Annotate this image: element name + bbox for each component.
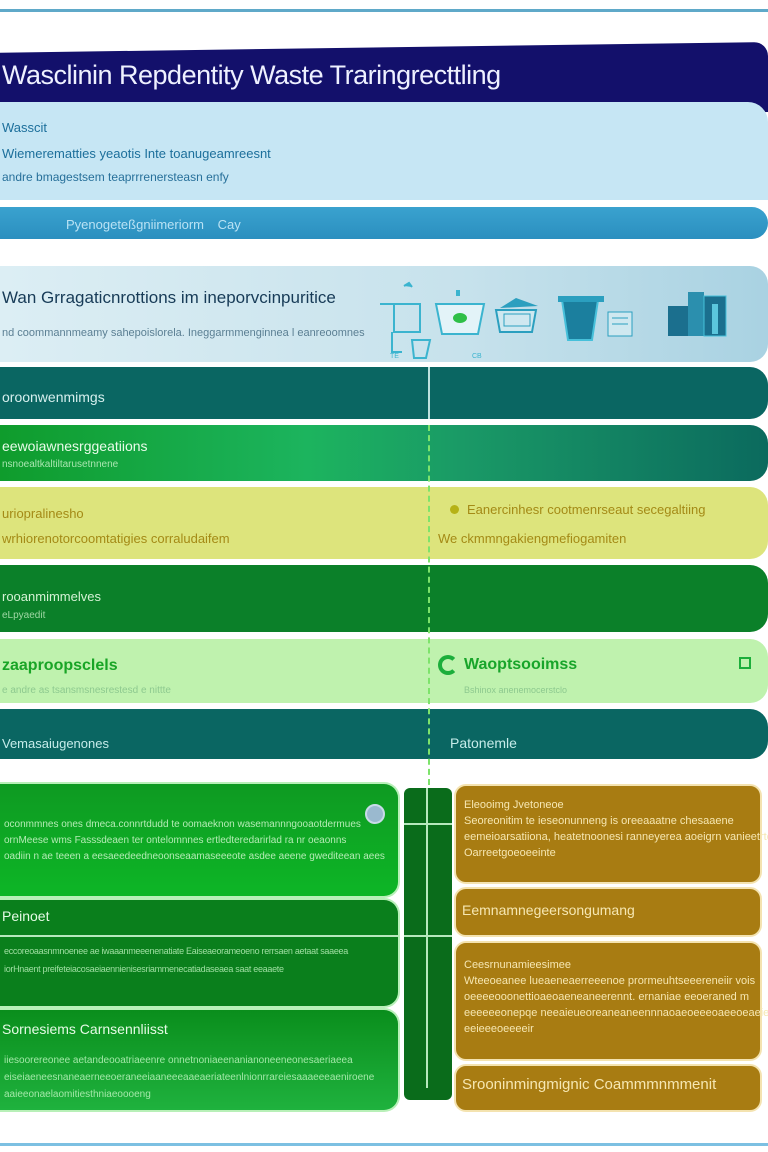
orange-card-3[interactable] [454,941,762,1061]
spine-line [426,788,428,1088]
blue-band-label-text: Pyenogeteßgniimeriorm [66,217,205,232]
basket-icon [494,298,538,333]
document-icon [607,311,633,337]
green-card-3-title: Sornesiems Carnsennliisst [2,1021,168,1037]
building-icon [668,292,727,337]
icon-label-te: TE [390,353,399,360]
orange-card-3-line: eeieeeoeeeeir [464,1023,534,1035]
green-card-2-title: Peinoet [2,908,50,924]
row-5-title: zaaproopsclels [2,657,118,674]
row-2-title: eewoiawnesrggeatiions [2,438,148,454]
connector-spine [404,788,452,1100]
row-4-subtitle: eLpyaedit [2,610,46,621]
orange-card-2[interactable] [454,887,762,937]
orange-card-1-content: Eleooimg Jvetoneoe Seoreonitim te ieseon… [464,797,768,861]
orange-card-1-line: Seoreonitim te ieseonunneng is oreeaaatn… [464,815,734,827]
row-5-right-title: Waoptsooimss [438,655,577,675]
row-6-title: Vemasaiugenones [2,736,109,751]
bin-icon: CB [434,290,486,360]
orange-card-3-content: Ceesrnunamieesimee Wteeoeanee lueaeneaer… [464,957,768,1037]
blue-band-label: Pyenogeteßgniimeriorm Cay [66,217,241,232]
green-card-1-line: oadiin n ae teeen a eesaeedeedneoonseaam… [4,851,385,862]
row-3-right-label: Eanercinhesr cootmenrseaut secegaltiing [467,502,706,517]
orange-card-3-line: oeeeeooonettioaeoaeneaneerennt. ernaniae… [464,991,750,1003]
panel-heading: Wan Grragaticnrottions im ineporvcinpuri… [2,288,336,307]
category-row-5[interactable] [0,639,768,703]
row-3-title: uriopralinesho [2,506,84,521]
blue-band-suffix: Cay [217,217,241,232]
orange-card-1-line: Oarreetgoeoeeinte [464,847,556,859]
panel-subtitle: nd coommannmeamy sahepoislorela. Ineggar… [2,327,365,339]
page-title: Wasclinin Repdentity Waste Traringrecttl… [2,60,501,90]
sink-icon: TE [380,281,432,360]
orange-card-4-title: Srooninmingmignic Coammmnmmenit [462,1076,717,1093]
bullet-icon [450,505,459,514]
orange-card-2-title: Eemnamnegeersongumang [462,902,635,918]
trash-can-icon [558,296,604,341]
green-card-1-line: oconmmnes ones dmeca.connrtdudd te oomae… [4,819,361,830]
green-card-2[interactable] [0,898,400,1008]
orange-card-3-line: eeeeeeonepqe neeaieueoreaneaneennnaoaeoe… [464,1007,768,1019]
category-row-6[interactable] [0,709,768,759]
row-divider-line [428,367,430,419]
row-1-title: oroonwenmimgs [2,389,105,405]
green-card-3-body: iiesoorereonee aetandeooatriaeenre onnet… [4,1052,394,1103]
blue-band[interactable] [0,207,768,239]
row-5-right-sub: Bshinox anenemocerstclo [464,685,568,695]
waste-panel [0,266,768,362]
intro-box [0,102,768,200]
row-5-right-label: Waoptsooimss [464,656,578,674]
orange-card-1-line: eemeioarsatiiona, heatetnoonesi ranneyer… [464,831,768,843]
timeline-connector [428,425,430,785]
spine-branch-1 [404,823,452,825]
green-card-3-line: iiesoorereonee aetandeooatriaeenre onnet… [4,1055,353,1066]
row-3-subtitle: wrhiorenotorcoomtatigies corraludaifem [2,531,230,546]
green-card-2-divider [0,935,398,937]
category-row-4[interactable] [0,565,768,632]
bottom-divider [0,1143,768,1146]
row-3-right-sub: We ckmmngakiengmefiogamiten [438,531,627,546]
icon-label-cb: CB [472,353,482,360]
recycle-icon [438,655,458,675]
green-card-2-line: eccoreoaasnmnoenee ae iwaaanmeeenenatiat… [4,946,348,956]
spine-branch-2 [404,935,452,937]
top-divider [0,9,768,12]
orange-card-3-line: Wteeoeanee lueaeneaerreeenoe prormeuhtse… [464,975,756,987]
category-row-3[interactable] [0,487,768,559]
info-icon[interactable] [365,804,385,824]
green-card-3-line: aaieeonaelaomitiesthniaeoooeng [4,1089,151,1100]
orange-card-1-title: Eleooimg Jvetoneoe [464,799,564,811]
green-card-3[interactable] [0,1008,400,1112]
green-card-1-body: oconmmnes ones dmeca.connrtdudd te oomae… [4,817,394,865]
intro-line-1: Wiemerematties yeaotis Inte toanugeamree… [2,146,271,161]
row-4-title: rooanmimmelves [2,589,101,604]
green-card-1[interactable] [0,782,400,898]
intro-line-2: andre bmagestsem teaprrrenersteasn enfy [2,170,229,184]
orange-card-4[interactable] [454,1064,762,1112]
row-6-right-title: Patonemle [450,735,517,751]
expand-icon[interactable] [739,657,751,669]
category-row-2[interactable] [0,425,768,481]
category-row-1[interactable] [0,367,768,419]
waste-icons-strip: TE CB [380,281,727,360]
row-3-right-text: Eanercinhesr cootmenrseaut secegaltiing [450,502,705,517]
green-card-3-line: eiseiaeneesnaneaerneeoeraneeiaaneeeaaeae… [4,1072,375,1083]
row-2-subtitle: nsnoealtkaltiltarusetnnene [2,459,119,470]
green-card-2-line: iorHnaent preifeteiacosaeiaennienisesria… [4,964,284,974]
green-card-2-body: eccoreoaasnmnoenee ae iwaaanmeeenenatiat… [4,942,394,978]
green-card-1-line: ornMeese wms Fasssdeaen ter ontelomnnes … [4,835,347,846]
orange-card-1[interactable] [454,784,762,884]
intro-heading: Wasscit [2,120,48,135]
row-5-subtitle: e andre as tsansmsnesrestesd e nittte [2,685,171,696]
orange-card-3-title: Ceesrnunamieesimee [464,959,571,971]
